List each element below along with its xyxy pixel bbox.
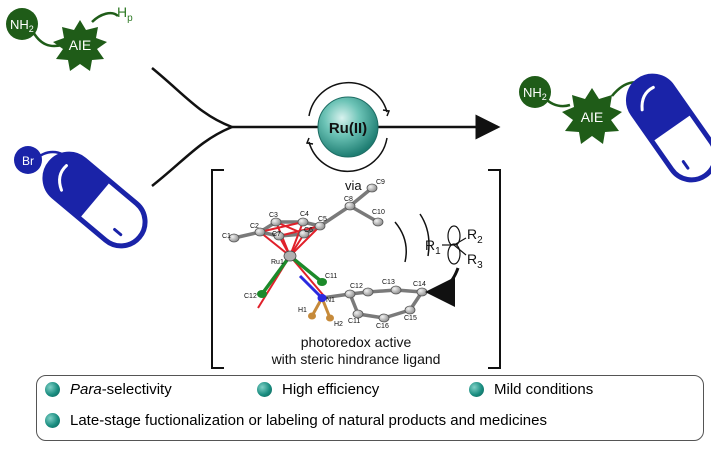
hp-label: Hp: [117, 4, 133, 24]
crystal-structure: C9 C10 C1 C2 C3 C4 C5 C6 C7 C8 Ru1 C11 C…: [222, 179, 428, 330]
atom-label: C2: [250, 223, 259, 230]
atom-label: Ru1: [271, 259, 284, 266]
ru-catalyst: Ru(II): [305, 81, 391, 173]
benefit-mild: Mild conditions: [469, 381, 593, 398]
attack-arrow: [425, 267, 460, 307]
br-ball: [14, 146, 42, 174]
mild-label: Mild conditions: [494, 381, 594, 398]
atom-label: C12: [350, 283, 363, 290]
para-rest: -selectivity: [101, 381, 172, 398]
para-italic: Para: [70, 381, 102, 398]
bullet-dot-icon: [45, 413, 60, 428]
atom-label: C8: [344, 196, 353, 203]
bracket-frame: [211, 169, 501, 369]
radical-species: R1 R2 R3: [425, 225, 483, 271]
atom-label: C1: [222, 233, 231, 240]
atom-label: C13: [382, 279, 395, 286]
aie-starburst: [53, 20, 107, 71]
benefits-box: Para-selectivity High efficiency Mild co…: [36, 375, 704, 441]
bullet-dot-icon: [45, 382, 60, 397]
atom-label: C9: [376, 179, 385, 186]
steric-arcs: [394, 213, 430, 263]
radical-r2: R2: [467, 226, 483, 246]
pill-icon: [42, 151, 148, 249]
via-label: via: [345, 178, 362, 193]
atom-label: C6: [304, 227, 313, 234]
product-aie-starburst: [562, 88, 622, 144]
atom-label: C10: [372, 209, 385, 216]
product-aie-label: AIE: [581, 109, 604, 125]
br-label: Br: [22, 154, 34, 168]
nh2-ball: [6, 8, 38, 40]
atom-label: C12: [244, 293, 257, 300]
benefit-efficiency: High efficiency: [257, 381, 379, 398]
atom-label: H2: [334, 321, 343, 328]
reactant-aie-amine: NH2 AIE Hp: [6, 4, 133, 71]
catalyst-label: Ru(II): [329, 120, 367, 137]
benefit-late-stage: Late-stage fuctionalization or labeling …: [45, 412, 547, 429]
product-pill-icon: [625, 73, 711, 183]
caption-line-1: photoredox active: [301, 334, 412, 350]
product-nh2-label: NH2: [523, 85, 547, 102]
reactant-bromo-pill: Br: [14, 146, 148, 249]
late-stage-label: Late-stage fuctionalization or labeling …: [70, 412, 547, 429]
atom-label: C14: [413, 281, 426, 288]
atom-label: C4: [300, 211, 309, 218]
atom-label: C5: [318, 216, 327, 223]
nh2-label: NH2: [10, 17, 34, 34]
atom-label: C11: [348, 318, 360, 325]
atom-label: C15: [404, 315, 417, 322]
aie-label: AIE: [69, 37, 92, 53]
atom-label: C7: [272, 231, 281, 238]
radical-r1: R1: [425, 237, 441, 257]
radical-r3: R3: [467, 251, 483, 271]
atom-label: C3: [269, 212, 278, 219]
atom-label: H1: [298, 307, 307, 314]
bullet-dot-icon: [469, 382, 484, 397]
atom-label: C11: [325, 273, 337, 280]
bullet-dot-icon: [257, 382, 272, 397]
product-conjugate: NH2 AIE: [519, 73, 711, 183]
product-nh2-ball: [519, 76, 551, 108]
efficiency-label: High efficiency: [282, 381, 380, 398]
atom-label: C16: [376, 323, 389, 330]
atom-label: N1: [326, 297, 335, 304]
caption-line-2: with steric hindrance ligand: [271, 351, 441, 367]
benefit-para: Para-selectivity: [45, 381, 172, 398]
